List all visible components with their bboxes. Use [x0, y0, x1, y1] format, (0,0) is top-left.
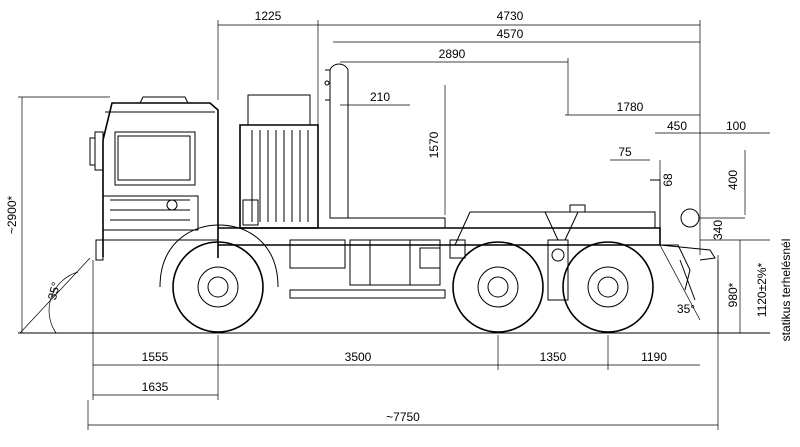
dim-7750: ~7750: [386, 410, 420, 424]
approach-angle-line: [19, 257, 91, 334]
dim-68: 68: [661, 173, 675, 187]
dim-1635: 1635: [142, 380, 169, 394]
dim-3500: 3500: [345, 350, 372, 364]
dim-1570: 1570: [427, 131, 441, 158]
dimension-lines-vertical: [18, 96, 770, 333]
front-wheel: [159, 224, 279, 333]
tow-hitch: [659, 208, 716, 301]
cab: [89, 96, 219, 261]
dim-210: 210: [370, 90, 390, 104]
bogie-suspension: [449, 211, 691, 301]
dim-1780: 1780: [617, 100, 644, 114]
rear-wheel: [562, 241, 654, 333]
approach-angle-label: 35°: [45, 280, 63, 301]
dim-1190: 1190: [641, 350, 667, 364]
departure-angle-label: 35°: [677, 302, 695, 316]
fuel-tank: [289, 239, 446, 299]
dim-1225: 1225: [255, 9, 282, 23]
dim-1350: 1350: [540, 350, 567, 364]
engine-housing: [239, 94, 319, 229]
dimension-lines-top: [217, 20, 770, 255]
static-load-note: statikus terhelésnél: [779, 239, 793, 342]
dim-1120: 1120±2%*: [755, 262, 769, 317]
dimension-lines-bottom: [87, 260, 719, 430]
dim-100: 100: [726, 119, 746, 133]
exhaust-stack: [324, 63, 349, 219]
dim-450: 450: [667, 119, 687, 133]
dim-75: 75: [618, 145, 632, 159]
dim-2890: 2890: [439, 47, 466, 61]
dim-400: 400: [726, 170, 740, 190]
approach-angle-arc: [48, 271, 79, 334]
dim-1555: 1555: [142, 350, 169, 364]
dim-980: 980*: [726, 282, 740, 307]
mid-wheel: [452, 241, 544, 333]
dim-4570: 4570: [497, 27, 524, 41]
dim-340: 340: [711, 220, 725, 240]
dim-2900: ~2900*: [5, 195, 19, 234]
dim-4730: 4730: [497, 9, 524, 23]
departure-angle-line: [659, 244, 701, 321]
